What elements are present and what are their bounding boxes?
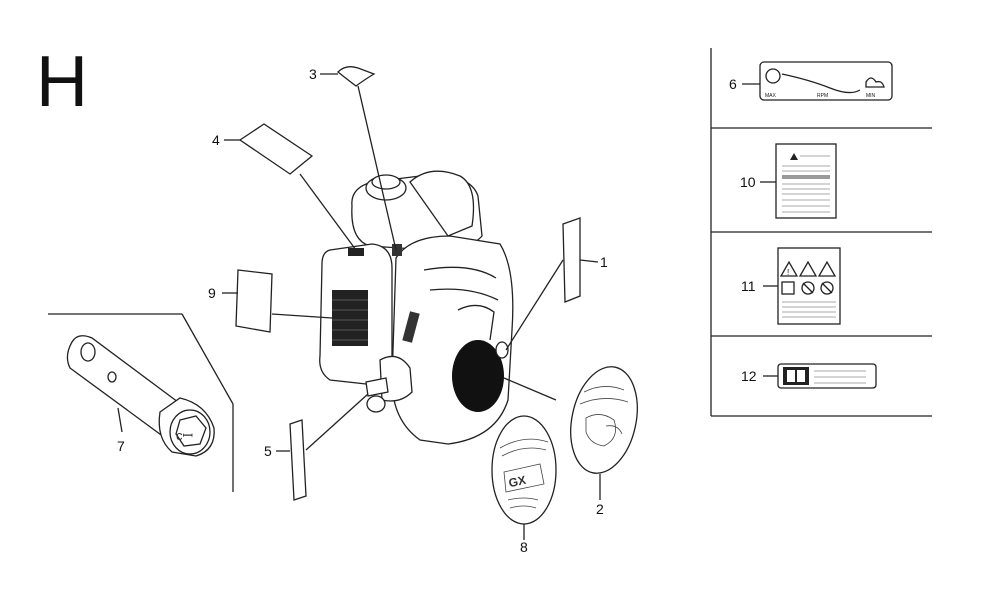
- spark-plug-wrench: cꟷ: [48, 313, 234, 492]
- decal-panel: [710, 48, 932, 417]
- callout-7: 7: [117, 438, 125, 454]
- section-letter: H: [36, 42, 88, 122]
- callout-6: 6: [729, 76, 737, 92]
- svg-text:cꟷ: cꟷ: [176, 428, 193, 443]
- decal-5: [289, 419, 307, 501]
- decal-4: [238, 123, 314, 175]
- callout-3: 3: [309, 66, 317, 82]
- safety-pictogram-decal: !: [777, 247, 841, 325]
- callout-numbers: 1 2 3 4 5 6 7 8 9 10 11 12: [117, 66, 757, 555]
- emblem-2: [570, 366, 638, 474]
- throttle-decal: MAX RPM MIN: [759, 61, 893, 101]
- svg-text:!: !: [787, 268, 789, 277]
- warning-text-decal: [775, 143, 837, 219]
- callout-2: 2: [596, 501, 604, 517]
- emblem-8: GX: [491, 415, 557, 525]
- callout-12: 12: [741, 368, 757, 384]
- leader-lines: [117, 73, 778, 540]
- decal-3: [337, 66, 376, 87]
- callout-9: 9: [208, 285, 216, 301]
- decal-9: [235, 269, 273, 333]
- manual-decal: [777, 363, 877, 389]
- throttle-rpm-label: RPM: [817, 93, 828, 99]
- decal-1: [562, 217, 581, 303]
- throttle-min-label: MIN: [866, 93, 876, 99]
- callout-5: 5: [264, 443, 272, 459]
- callout-10: 10: [740, 174, 756, 190]
- svg-text:GX: GX: [507, 473, 527, 490]
- engine-body: [319, 170, 514, 445]
- callout-1: 1: [600, 254, 608, 270]
- callout-8: 8: [520, 539, 528, 555]
- throttle-max-label: MAX: [765, 93, 777, 99]
- callout-4: 4: [212, 132, 220, 148]
- callout-11: 11: [741, 278, 756, 294]
